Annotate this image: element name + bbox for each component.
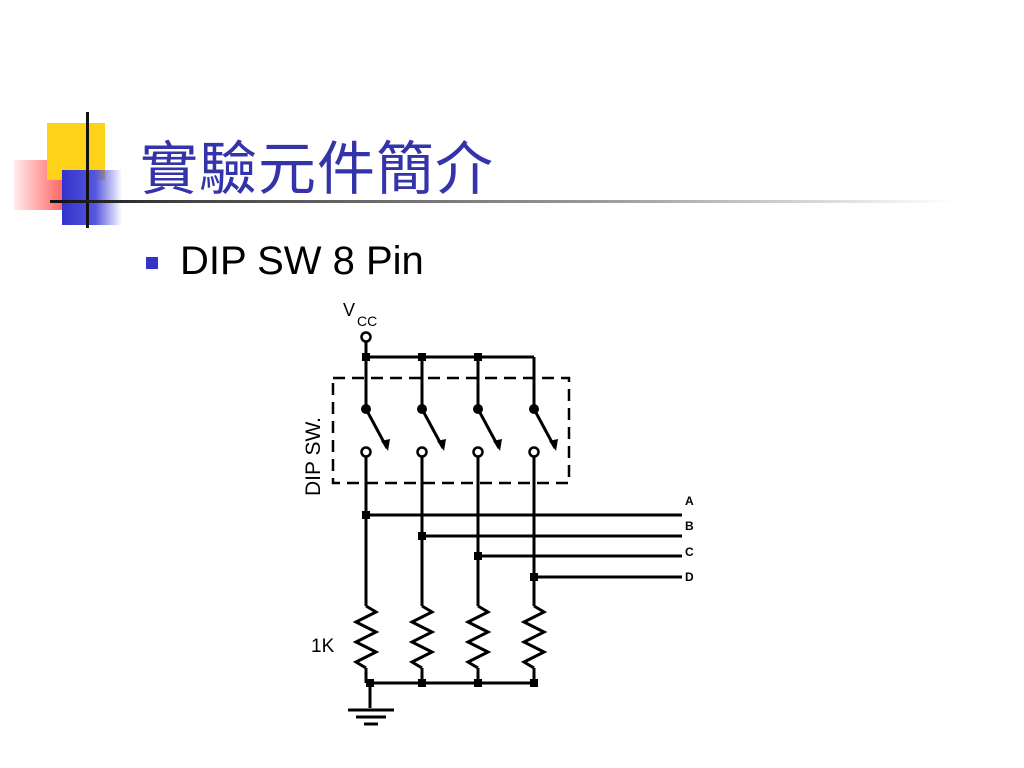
resistor-1 — [352, 604, 380, 670]
decor-vertical-line — [86, 112, 89, 228]
switch-arrow-2 — [437, 439, 446, 451]
resistor-value-label: 1K — [311, 636, 335, 657]
junction-bus-3 — [474, 353, 482, 361]
vcc-terminal — [360, 331, 372, 343]
switch-contact-4 — [528, 446, 540, 458]
switch-contact-3 — [472, 446, 484, 458]
slide-title: 實驗元件簡介 — [140, 135, 495, 203]
output-label-c: C — [685, 545, 694, 559]
switch-pivot-1 — [361, 404, 371, 414]
junction-c — [474, 552, 482, 560]
output-label-b: B — [685, 519, 694, 533]
resistor-3 — [464, 604, 492, 670]
bullet-square-icon — [146, 257, 158, 269]
junction-gnd-4 — [530, 679, 538, 687]
switch-contact-2 — [416, 446, 428, 458]
switch-arrow-1 — [381, 439, 390, 451]
switch-contact-1 — [360, 446, 372, 458]
vcc-label: V — [343, 300, 355, 320]
switch-pivot-2 — [417, 404, 427, 414]
junction-a — [362, 511, 370, 519]
output-label-d: D — [685, 570, 694, 584]
vcc-subscript: CC — [357, 313, 377, 329]
switch-arrow-4 — [549, 439, 558, 451]
resistor-4 — [520, 604, 548, 670]
bullet-item: DIP SW 8 Pin — [146, 236, 424, 286]
junction-bus-1 — [362, 353, 370, 361]
dip-switch-circuit-diagram: V CC DIP SW. 1K A B C D — [302, 300, 694, 726]
decor-blue-block — [62, 170, 122, 225]
dip-switch-enclosure — [331, 376, 571, 485]
junction-d — [530, 573, 538, 581]
junction-bus-2 — [418, 353, 426, 361]
output-label-a: A — [685, 494, 694, 508]
switch-pivot-4 — [529, 404, 539, 414]
switch-pivot-3 — [473, 404, 483, 414]
resistor-2 — [408, 604, 436, 670]
switch-arrow-3 — [493, 439, 502, 451]
dip-switch-label: DIP SW. — [302, 417, 325, 496]
junction-gnd-1 — [366, 679, 374, 687]
junction-b — [418, 532, 426, 540]
junction-gnd-3 — [474, 679, 482, 687]
title-underline — [50, 200, 955, 203]
bullet-text: DIP SW 8 Pin — [180, 238, 424, 283]
junction-gnd-2 — [418, 679, 426, 687]
